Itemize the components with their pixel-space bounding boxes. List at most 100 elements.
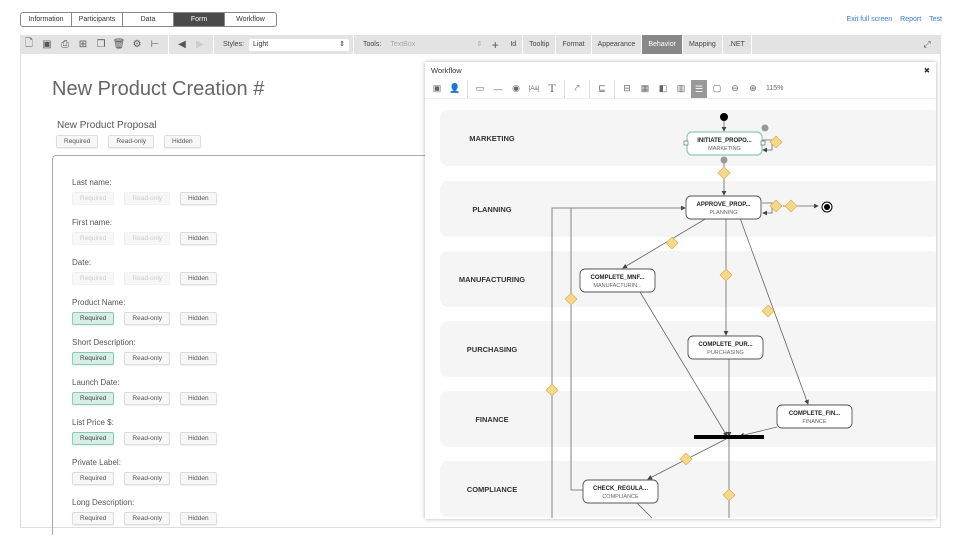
header-icon[interactable]: ⊟ bbox=[623, 83, 631, 93]
form-field: Date: Required Read-only Hidden bbox=[72, 258, 217, 285]
hidden-button[interactable]: Hidden bbox=[180, 232, 217, 245]
required-button: Required bbox=[72, 272, 115, 285]
swimlane bbox=[440, 391, 936, 447]
self-loop bbox=[762, 139, 773, 153]
hidden-button[interactable]: Hidden bbox=[180, 392, 217, 405]
property-tab-appearance[interactable]: Appearance bbox=[592, 35, 643, 54]
field-label: Short Description: bbox=[72, 338, 136, 347]
redo-icon[interactable]: ▶ bbox=[196, 39, 204, 50]
required-button[interactable]: Required bbox=[72, 352, 115, 365]
lane-label: FINANCE bbox=[475, 415, 508, 424]
add-section-icon[interactable]: ⊞ bbox=[78, 39, 88, 50]
top-links: Exit full screen Report Test bbox=[847, 16, 942, 23]
tab-workflow[interactable]: Workflow bbox=[236, 16, 265, 23]
property-tab-net[interactable]: .NET bbox=[723, 35, 752, 54]
hidden-button[interactable]: Hidden bbox=[180, 432, 217, 445]
transition bbox=[622, 217, 708, 269]
undo-icon[interactable]: ◀ bbox=[178, 39, 186, 50]
save-icon[interactable]: ▣ bbox=[42, 39, 52, 50]
tab-data[interactable]: Data bbox=[123, 13, 174, 26]
readonly-button: Read-only bbox=[124, 232, 171, 245]
self-loop bbox=[762, 202, 773, 216]
hidden-button[interactable]: Hidden bbox=[180, 192, 217, 205]
exit-full-screen-link[interactable]: Exit full screen bbox=[846, 16, 893, 23]
task-name: COMPLETE_FIN... bbox=[789, 411, 841, 417]
section-buttons: Required Read-only Hidden bbox=[56, 135, 201, 148]
settings-icon[interactable]: ⚙ bbox=[132, 39, 142, 50]
readonly-button[interactable]: Read-only bbox=[124, 512, 171, 525]
list-icon[interactable]: ☰ bbox=[691, 79, 707, 98]
connector-icon[interactable]: ⤤ bbox=[574, 83, 580, 93]
readonly-button[interactable]: Read-only bbox=[124, 352, 171, 365]
lane-label: PURCHASING bbox=[467, 345, 518, 354]
flow-icon[interactable]: ⊑ bbox=[598, 83, 606, 93]
new-file-icon[interactable]: 🗋 bbox=[24, 38, 34, 49]
required-button[interactable]: Required bbox=[72, 432, 115, 445]
section-title: New Product Proposal bbox=[57, 120, 157, 131]
readonly-button[interactable]: Read-only bbox=[124, 432, 171, 445]
required-button[interactable]: Required bbox=[72, 312, 115, 325]
task-lane: FINANCE bbox=[802, 419, 826, 425]
tree-icon[interactable]: ⊢ bbox=[150, 39, 160, 50]
task-lane: COMPLIANCE bbox=[602, 494, 639, 500]
tab-participants[interactable]: Participants bbox=[72, 13, 123, 26]
label-icon[interactable]: [Aa] bbox=[528, 85, 540, 92]
field-label: Launch Date: bbox=[72, 378, 120, 387]
required-button[interactable]: Required bbox=[72, 392, 115, 405]
save-icon[interactable]: ▣ bbox=[432, 83, 442, 93]
expand-icon[interactable]: ⤢ bbox=[923, 39, 931, 49]
tools-select[interactable]: TextBox⇕ bbox=[386, 38, 487, 51]
zoom-in-icon[interactable]: ⊕ bbox=[749, 83, 757, 93]
transition bbox=[647, 437, 729, 480]
hidden-button[interactable]: Hidden bbox=[180, 352, 217, 365]
swimlane bbox=[440, 461, 936, 517]
hidden-button[interactable]: Hidden bbox=[164, 135, 201, 148]
close-icon[interactable]: ✖ bbox=[923, 66, 930, 75]
window-icon[interactable]: ❐ bbox=[96, 39, 106, 50]
hidden-button[interactable]: Hidden bbox=[180, 312, 217, 325]
required-button[interactable]: Required bbox=[72, 472, 115, 485]
property-tab-mapping[interactable]: Mapping bbox=[683, 35, 723, 54]
hidden-button[interactable]: Hidden bbox=[180, 272, 217, 285]
readonly-button[interactable]: Read-only bbox=[124, 312, 171, 325]
hidden-button[interactable]: Hidden bbox=[180, 512, 217, 525]
task-node bbox=[685, 195, 762, 220]
transition bbox=[739, 217, 809, 405]
property-tab-format[interactable]: Format bbox=[556, 35, 592, 54]
radio-icon[interactable]: ◉ bbox=[512, 83, 520, 93]
tab-information[interactable]: Information bbox=[21, 13, 72, 26]
table-icon[interactable]: ▦ bbox=[640, 83, 650, 93]
required-button[interactable]: Required bbox=[72, 512, 115, 525]
grid-icon[interactable]: ▥ bbox=[676, 83, 686, 93]
readonly-button[interactable]: Read-only bbox=[108, 135, 155, 148]
swimlane bbox=[440, 251, 936, 307]
task-lane: PLANNING bbox=[709, 210, 737, 216]
text-icon[interactable]: T bbox=[548, 81, 556, 95]
gateway-diamond bbox=[545, 383, 559, 397]
form-field: Product Name: Required Read-only Hidden bbox=[72, 298, 217, 325]
rectangle-icon[interactable]: ▭ bbox=[475, 83, 485, 93]
property-tab-behavior[interactable]: Behavior bbox=[642, 35, 683, 54]
user-settings-icon[interactable]: 👤 bbox=[449, 83, 461, 93]
plus-icon[interactable]: + bbox=[491, 37, 499, 52]
report-link[interactable]: Report bbox=[900, 16, 922, 23]
property-tab-tooltip[interactable]: Tooltip bbox=[523, 35, 557, 54]
field-label: Long Description: bbox=[72, 498, 135, 507]
columns-icon[interactable]: ◧ bbox=[658, 83, 668, 93]
delete-icon[interactable]: 🗑 bbox=[112, 39, 126, 50]
square-icon[interactable]: ▢ bbox=[712, 83, 722, 93]
property-tab-id[interactable]: Id bbox=[504, 35, 524, 54]
line-icon[interactable]: — bbox=[493, 83, 503, 94]
readonly-button[interactable]: Read-only bbox=[124, 472, 171, 485]
remove-node-icon bbox=[761, 124, 769, 132]
readonly-button[interactable]: Read-only bbox=[124, 392, 171, 405]
styles-select[interactable]: Light⇕ bbox=[249, 38, 350, 51]
required-button[interactable]: Required bbox=[56, 135, 99, 148]
gateway-diamond bbox=[717, 166, 731, 180]
tab-form[interactable]: Form bbox=[174, 13, 225, 26]
print-icon[interactable]: ⎙ bbox=[61, 39, 69, 50]
hidden-button[interactable]: Hidden bbox=[180, 472, 217, 485]
zoom-out-icon[interactable]: ⊖ bbox=[731, 83, 739, 93]
test-link[interactable]: Test bbox=[929, 16, 942, 23]
